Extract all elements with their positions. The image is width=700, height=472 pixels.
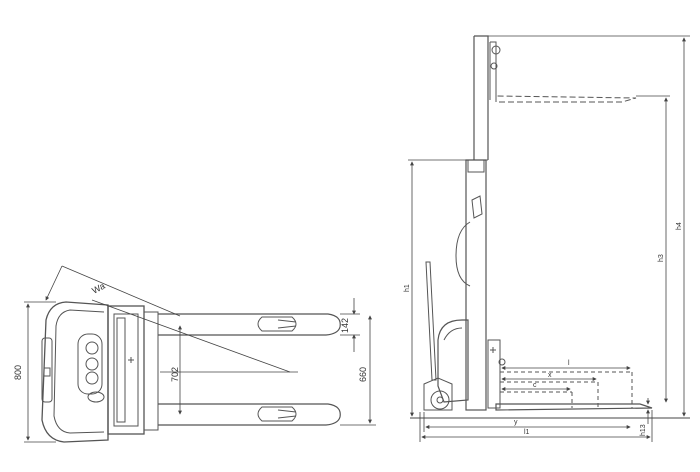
h4-label: h4 [676, 222, 683, 230]
mast-frame [107, 305, 145, 435]
lower-fork [158, 403, 341, 426]
l1-dimension [419, 410, 653, 442]
top-view-construction-lines [45, 265, 298, 373]
hydraulic-hose [455, 221, 471, 287]
h1-label: h1 [404, 284, 411, 292]
h4-dimension [488, 35, 690, 417]
l1-label: l1 [524, 429, 530, 436]
h1-dimension [408, 159, 488, 417]
c-label: c [533, 382, 537, 389]
lowered-fork [495, 403, 653, 411]
fork-carriage [143, 311, 159, 431]
turn-radius-label: Wa [90, 281, 106, 296]
side-view [423, 35, 653, 411]
fork-carriage-side [487, 339, 501, 409]
top-view [41, 301, 341, 443]
power-unit [437, 319, 469, 403]
raised-fork [495, 95, 637, 103]
raised-carriage [489, 41, 497, 100]
width-dimension [24, 301, 56, 443]
upper-fork [158, 313, 341, 336]
fork-width-dimension [340, 298, 360, 352]
fork-length-label: 660 [358, 367, 368, 382]
tiller-handle [425, 261, 437, 381]
fork-spread-label: 702 [170, 367, 180, 382]
h3-dimension [636, 95, 670, 403]
extended-mast [473, 35, 489, 160]
h3-label: h3 [658, 254, 665, 262]
drive-wheel-side [430, 390, 450, 410]
h13-label: h13 [640, 424, 647, 436]
drive-unit-inner [53, 309, 105, 434]
drive-unit-body [41, 301, 109, 443]
y-dimension [423, 412, 631, 432]
y-label: y [514, 419, 518, 426]
fork-width-label: 142 [340, 318, 350, 333]
fork-length-dimension [340, 315, 376, 426]
tiller-base [41, 337, 53, 403]
l-label: l [568, 360, 570, 367]
width-label: 800 [13, 365, 23, 380]
x-label: x [548, 372, 552, 379]
